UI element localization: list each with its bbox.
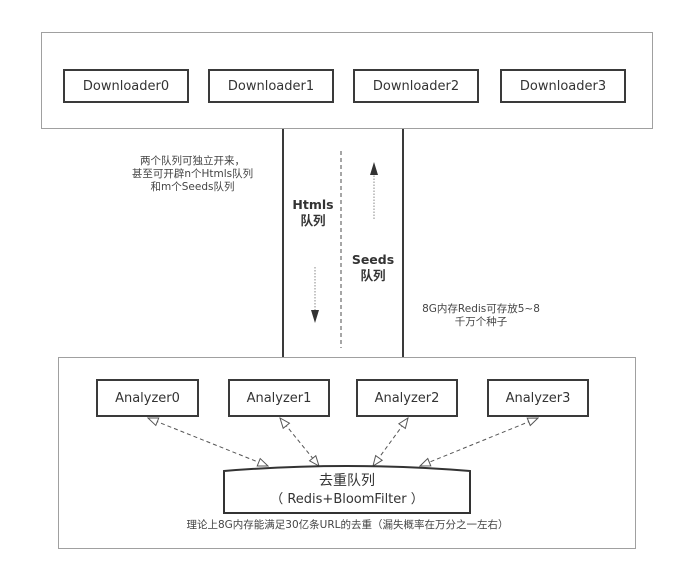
independent-queues-note: 两个队列可独立开来， 甚至可开辟n个Htmls队列 和m个Seeds队列 bbox=[115, 155, 270, 194]
htmls-down-arrow-icon bbox=[311, 310, 319, 323]
downloader-node-1[interactable]: Downloader1 bbox=[208, 69, 334, 103]
analyzer-label: Analyzer0 bbox=[115, 390, 180, 406]
htmls-queue-suffix: 队列 bbox=[300, 213, 326, 228]
analyzer-node-1[interactable]: Analyzer1 bbox=[228, 379, 330, 417]
dedup-queue[interactable]: 去重队列 （ Redis+BloomFilter ） bbox=[224, 470, 470, 513]
note-line: 千万个种子 bbox=[454, 316, 508, 328]
htmls-queue-label: Htmls 队列 bbox=[288, 197, 338, 229]
htmls-queue-name: Htmls bbox=[292, 197, 334, 212]
dedup-capacity-note: 理论上8G内存能满足30亿条URL的去重（漏失概率在万分之一左右） bbox=[186, 519, 509, 531]
downloader-label: Downloader1 bbox=[227, 78, 315, 94]
analyzer-label: Analyzer3 bbox=[505, 390, 571, 406]
downloader-label: Downloader3 bbox=[519, 78, 607, 94]
dedup-queue-title: 去重队列 bbox=[319, 473, 375, 489]
analyzer-label: Analyzer2 bbox=[374, 390, 440, 406]
note-line: 甚至可开辟n个Htmls队列 bbox=[131, 168, 254, 180]
seeds-queue-suffix: 队列 bbox=[360, 268, 386, 283]
seeds-queue-name: Seeds bbox=[351, 252, 395, 267]
downloader-label: Downloader2 bbox=[372, 78, 460, 94]
redis-capacity-note: 8G内存Redis可存放5~8 千万个种子 bbox=[406, 303, 556, 329]
analyzer-node-3[interactable]: Analyzer3 bbox=[487, 379, 589, 417]
downloader-node-3[interactable]: Downloader3 bbox=[500, 69, 626, 103]
downloader-node-2[interactable]: Downloader2 bbox=[353, 69, 479, 103]
downloader-node-0[interactable]: Downloader0 bbox=[63, 69, 189, 103]
connector-analyzer0-dedup bbox=[148, 418, 268, 466]
seeds-up-arrow-icon bbox=[370, 162, 378, 175]
analyzer-node-2[interactable]: Analyzer2 bbox=[356, 379, 458, 417]
note-line: 8G内存Redis可存放5~8 bbox=[422, 303, 540, 315]
connector-analyzer3-dedup bbox=[420, 418, 538, 466]
note-line: 两个队列可独立开来， bbox=[140, 155, 245, 167]
dedup-queue-shape bbox=[223, 465, 471, 514]
downloader-label: Downloader0 bbox=[82, 78, 170, 94]
connector-analyzer2-dedup bbox=[373, 418, 408, 466]
seeds-queue-label: Seeds 队列 bbox=[345, 252, 401, 284]
dedup-queue-subtitle: （ Redis+BloomFilter ） bbox=[270, 492, 424, 507]
analyzer-node-0[interactable]: Analyzer0 bbox=[96, 379, 199, 417]
connector-analyzer1-dedup bbox=[280, 418, 319, 466]
note-line: 和m个Seeds队列 bbox=[150, 181, 235, 193]
analyzer-label: Analyzer1 bbox=[246, 390, 312, 406]
